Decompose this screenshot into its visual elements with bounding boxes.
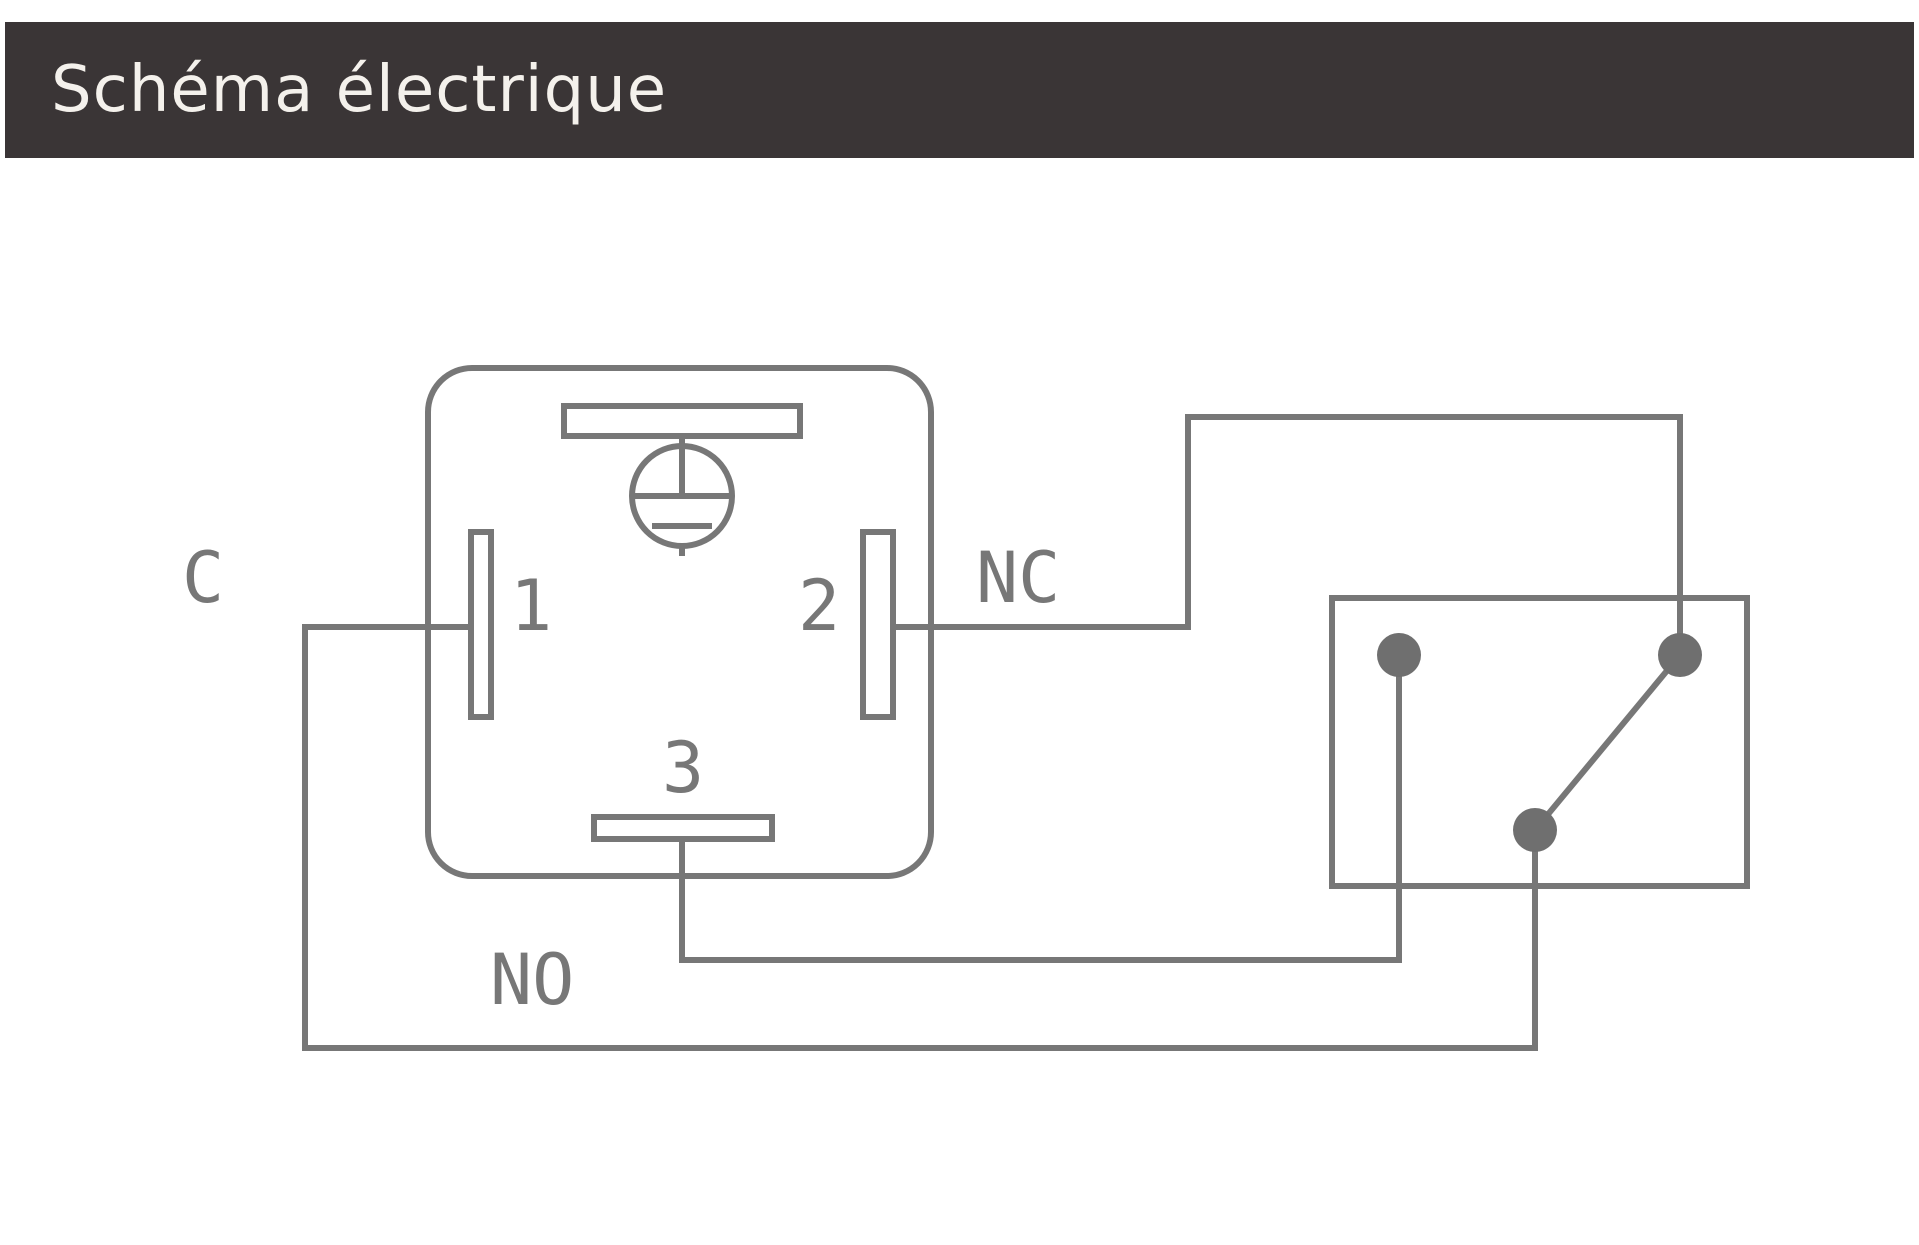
ground-blade (561, 403, 803, 439)
label-terminal-3: 3 (662, 727, 704, 809)
contact-no (1377, 633, 1421, 677)
ground-icon (629, 443, 735, 556)
label-terminal-1: 1 (510, 565, 552, 647)
terminal-2-blade (860, 529, 896, 720)
contact-common (1513, 808, 1557, 852)
label-normally-closed: NC (976, 537, 1060, 619)
terminal-1-blade (468, 529, 494, 720)
switch-lever (1532, 653, 1683, 832)
wire-normally-open (679, 655, 1402, 963)
label-common: C (182, 537, 224, 619)
changeover-switch-icon (1377, 633, 1702, 852)
switch-box (1329, 595, 1750, 889)
label-terminal-2: 2 (798, 565, 840, 647)
section-header: Schéma électrique (5, 22, 1914, 158)
section-title: Schéma électrique (51, 53, 668, 127)
wire-normally-closed (893, 414, 1683, 655)
contact-nc (1658, 633, 1702, 677)
label-normally-open: NO (490, 939, 574, 1021)
wire-common (302, 624, 1538, 1051)
terminal-3-blade (591, 814, 775, 842)
